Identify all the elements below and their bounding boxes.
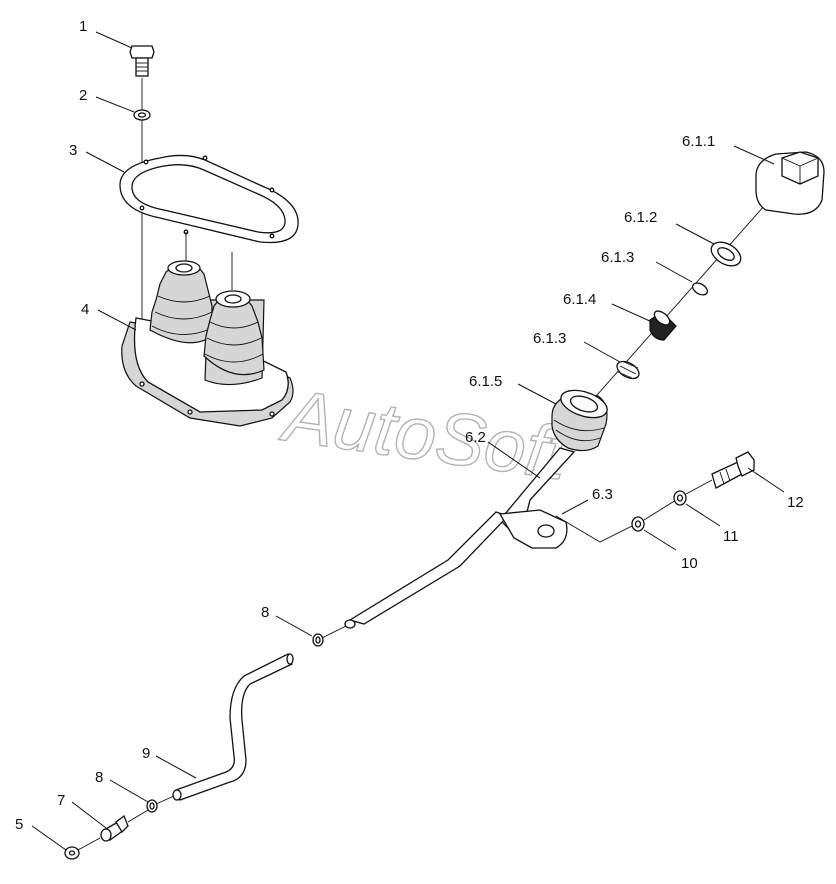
label-8-upper: 8: [261, 604, 269, 621]
rod-part-9: [172, 653, 294, 801]
ring-part-6-1-2: [710, 241, 742, 267]
label-6-1-2: 6.1.2: [624, 209, 657, 226]
label-6-2: 6.2: [465, 429, 486, 446]
ball-pin-part-7: [100, 814, 129, 842]
bolt-part-12: [711, 451, 755, 489]
sleeve-part-6-1-5: [551, 389, 608, 452]
bolt-part-1: [129, 45, 155, 110]
label-2: 2: [79, 87, 87, 104]
callout-labels: 1 2 3 4 5 7 8 8 9 10 11 12 6.1.1 6.1.2 6…: [15, 18, 804, 833]
watermark-text: AutoSoft: [276, 373, 576, 496]
label-6-3: 6.3: [592, 486, 613, 503]
lock-washer-part-11: [673, 490, 687, 506]
clip-part-8-upper: [312, 633, 324, 647]
disc-part-6-1-3-upper: [691, 282, 709, 296]
washer-part-10: [631, 516, 645, 532]
label-6-1-1: 6.1.1: [682, 133, 715, 150]
label-10: 10: [681, 555, 698, 572]
label-6-1-5: 6.1.5: [469, 373, 502, 390]
label-11: 11: [723, 528, 739, 545]
gasket-part-3: [119, 154, 299, 244]
label-9: 9: [142, 745, 150, 762]
label-4: 4: [81, 301, 89, 318]
washer-part-5: [64, 846, 80, 860]
label-1: 1: [79, 18, 87, 35]
bracket-part-6-3: [498, 509, 568, 549]
label-6-1-3-lower: 6.1.3: [533, 330, 566, 347]
label-3: 3: [69, 142, 77, 159]
label-7: 7: [57, 792, 65, 809]
label-6-1-4: 6.1.4: [563, 291, 596, 308]
label-6-1-3-upper: 6.1.3: [601, 249, 634, 266]
washer-part-2: [133, 109, 151, 162]
knob-part-6-1-1: [755, 151, 825, 215]
label-8-lower: 8: [95, 769, 103, 786]
insert-part-6-1-4: [649, 310, 677, 341]
label-12: 12: [787, 494, 804, 511]
boot-cover-part-4: [121, 260, 294, 427]
clip-part-8-lower: [146, 799, 158, 813]
label-5: 5: [15, 816, 23, 833]
mesh-part-6-1-3-lower: [616, 360, 640, 380]
leader-lines: [31, 31, 785, 851]
